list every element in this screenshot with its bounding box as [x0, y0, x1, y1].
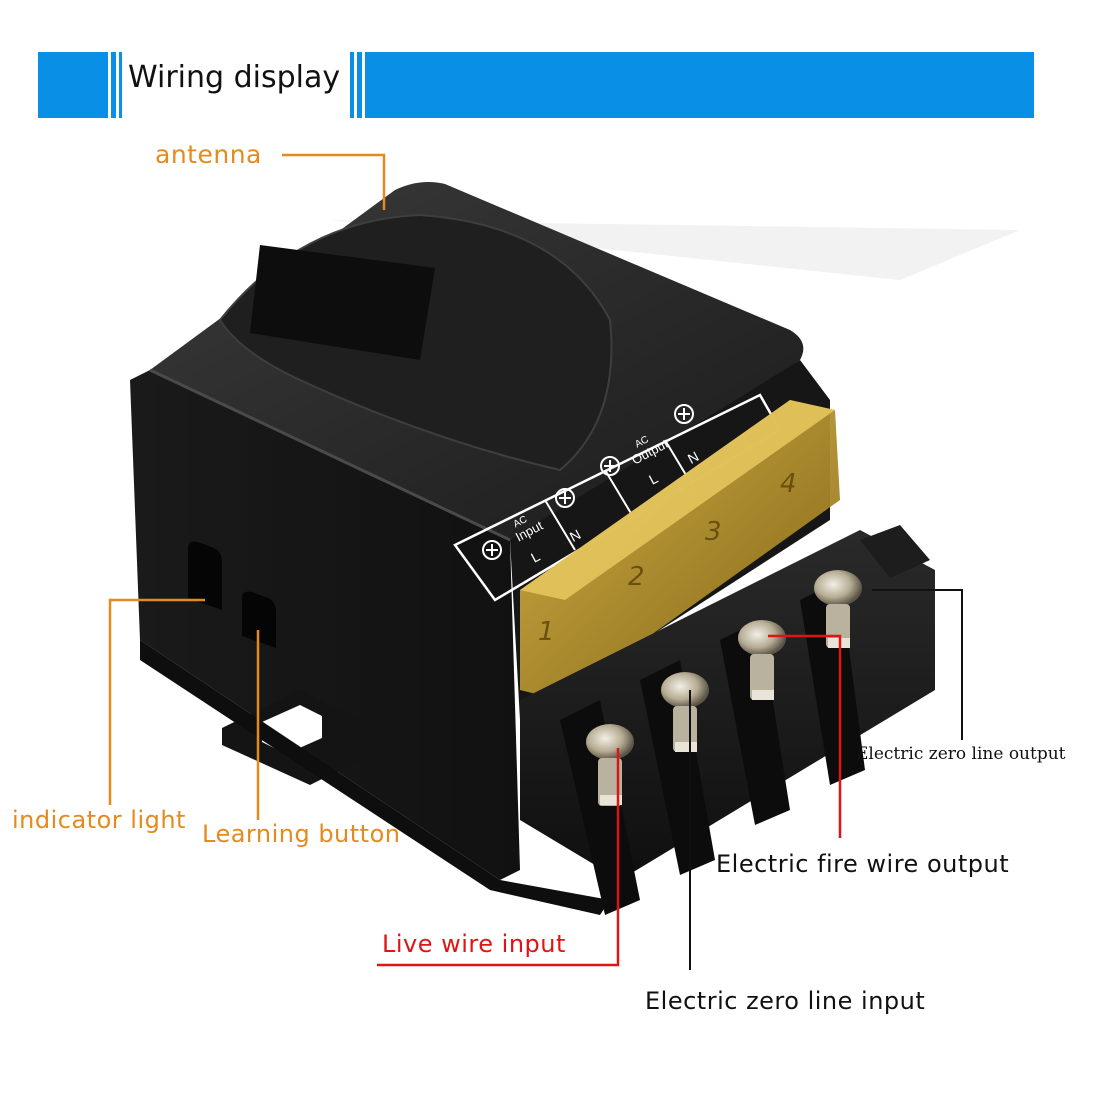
housing-left-side: [130, 370, 520, 880]
screw-terminal-1: [586, 724, 634, 806]
callout-live-wire-input: [377, 748, 620, 967]
top-dome-cover: [218, 213, 613, 472]
indicator-light-window: [188, 541, 222, 610]
banner-stripe: [354, 52, 357, 118]
callout-antenna: [282, 153, 386, 210]
banner-stripe: [116, 52, 119, 118]
panel-input-icon: [482, 488, 575, 560]
cover-number-2: 2: [628, 562, 645, 592]
learning-button: [242, 591, 276, 648]
label-zero-line-output: Electric zero line output: [856, 744, 1066, 764]
screw-terminal-3: [738, 620, 786, 700]
callout-fire-wire-output: [768, 634, 842, 838]
callout-indicator-light: [108, 598, 205, 805]
cover-number-3: 3: [705, 517, 722, 547]
banner-stripe: [108, 52, 111, 118]
banner-title: Wiring display: [128, 60, 341, 95]
label-zero-line-input: Electric zero line input: [645, 987, 926, 1015]
panel-output-icon: [600, 404, 694, 476]
terminal-cover: [520, 400, 840, 700]
label-antenna: antenna: [155, 140, 262, 169]
callout-zero-line-output: [872, 589, 963, 740]
cover-number-4: 4: [780, 469, 797, 499]
banner-title-box: [122, 52, 350, 118]
label-learning-button: Learning button: [202, 820, 401, 848]
label-fire-wire-output: Electric fire wire output: [716, 850, 1010, 878]
cover-number-1: 1: [538, 617, 555, 647]
label-indicator-light: indicator light: [12, 806, 186, 834]
label-live-wire-input: Live wire input: [382, 930, 566, 958]
banner-stripe: [362, 52, 365, 118]
